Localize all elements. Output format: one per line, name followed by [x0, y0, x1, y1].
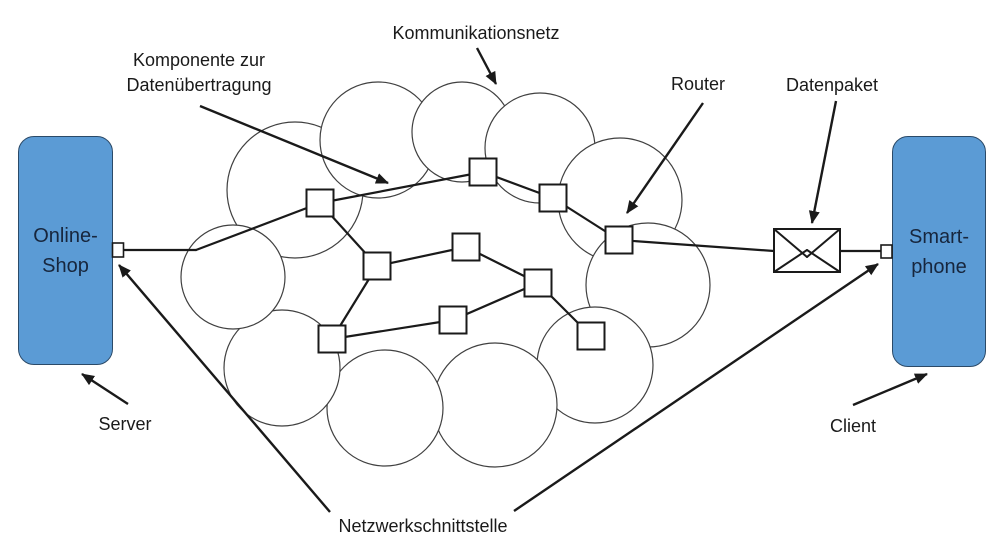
datenpaket-label: Datenpaket	[785, 75, 879, 95]
server-box-label: Online- Shop	[33, 224, 98, 277]
client-network-interface-icon	[880, 244, 893, 259]
server-label: Server	[98, 414, 152, 434]
cloud-bump	[180, 224, 286, 330]
label-arrow	[626, 102, 704, 214]
label-arrow	[81, 372, 129, 406]
client-box: Smart- phone	[892, 136, 986, 367]
komponente-label: Komponente zur Datenübertragung	[126, 50, 272, 96]
routers-group	[305, 157, 634, 354]
connection-line	[194, 201, 322, 252]
client-label: Client	[829, 416, 877, 436]
envelope-icon	[773, 228, 841, 273]
label-arrow	[199, 104, 389, 185]
connection-line	[617, 238, 776, 253]
netzwerkschnittstelle-label: Netzwerkschnittstelle	[338, 516, 508, 536]
server-box: Online- Shop	[18, 136, 113, 365]
connection-line	[375, 245, 468, 268]
label-arrow	[475, 47, 498, 85]
client-box-label: Smart- phone	[909, 225, 969, 278]
kommunikationsnetz-label: Kommunikationsnetz	[392, 23, 560, 43]
cloud-bump	[223, 309, 341, 427]
label-arrow	[808, 100, 838, 224]
router-node-icon	[438, 305, 468, 335]
router-label: Router	[670, 74, 726, 94]
router-node-icon	[576, 321, 606, 351]
router-node-icon	[538, 183, 568, 213]
router-node-icon	[523, 268, 553, 298]
connection-line	[330, 318, 455, 341]
arrows-group	[81, 47, 928, 513]
router-node-icon	[468, 157, 498, 187]
router-node-icon	[362, 251, 392, 281]
label-arrow	[118, 264, 331, 513]
router-node-icon	[305, 188, 335, 218]
server-network-interface-icon	[111, 242, 125, 258]
router-node-icon	[451, 232, 481, 262]
cloud-bump	[326, 349, 444, 467]
cloud-group	[180, 81, 711, 468]
connection-line	[318, 170, 485, 205]
router-node-icon	[317, 324, 347, 354]
cloud-bump	[432, 342, 558, 468]
router-node-icon	[604, 225, 634, 255]
label-arrow	[513, 263, 879, 512]
label-arrow	[852, 372, 928, 407]
